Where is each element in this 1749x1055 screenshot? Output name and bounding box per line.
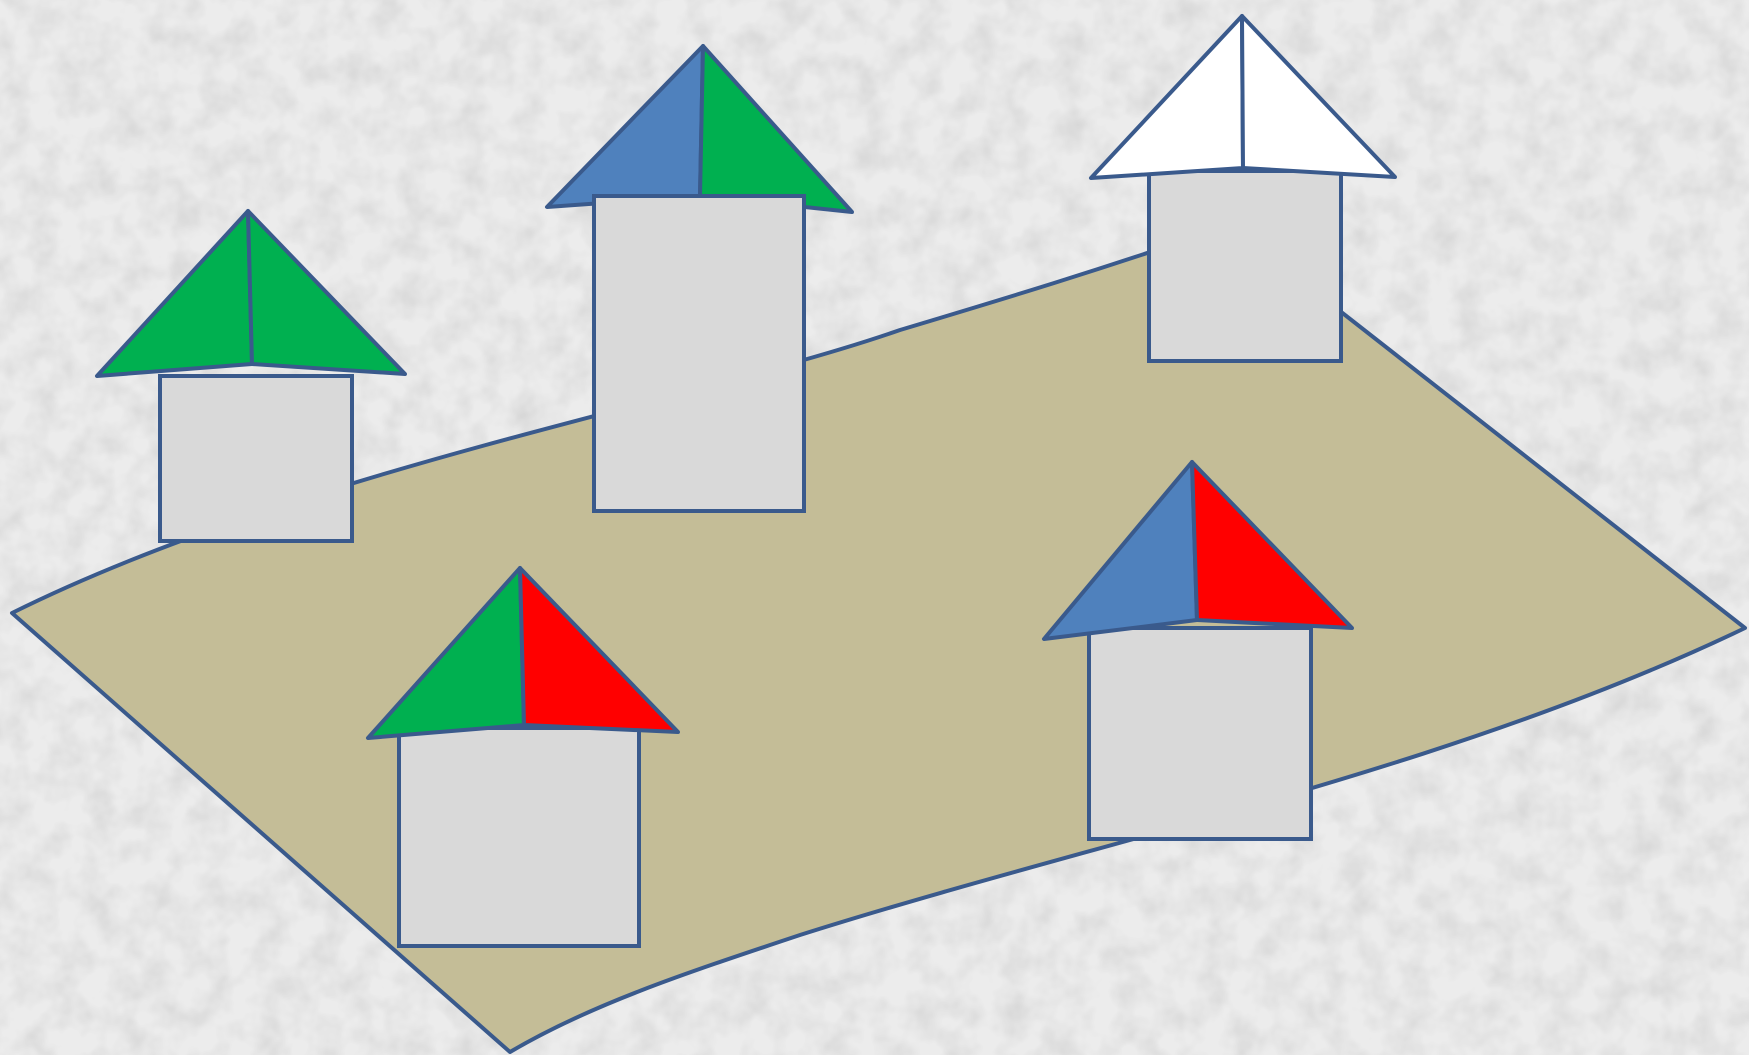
house-left: [95, 209, 407, 543]
house-body: [1147, 169, 1343, 363]
house-right-top: [1089, 14, 1397, 363]
roof-right-half: [246, 209, 407, 376]
house-front-right: [1042, 460, 1354, 841]
house-body: [592, 194, 806, 513]
roof-right-half: [1190, 460, 1354, 630]
house-body: [397, 726, 641, 948]
house-tall-center: [545, 44, 854, 513]
roof-right-half: [1240, 14, 1397, 179]
house-body: [1087, 626, 1313, 841]
house-front-left: [366, 566, 680, 948]
roof-right-half: [518, 566, 680, 734]
house-body: [158, 374, 354, 543]
